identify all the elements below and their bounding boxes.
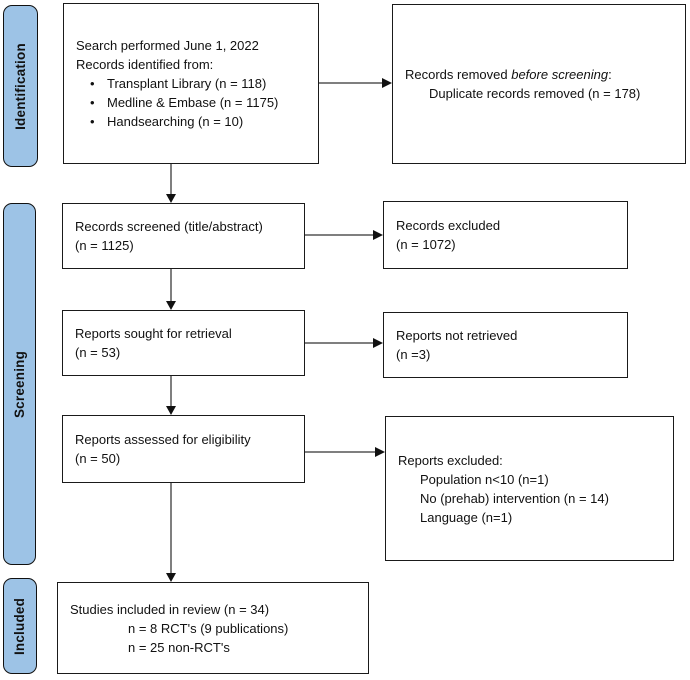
box-records-screened: Records screened (title/abstract) (n = 11…: [62, 203, 305, 269]
arrowhead-right-icon: [375, 447, 385, 457]
box-text-line: Language (n=1): [420, 509, 513, 525]
box-text-line: Reports sought for retrieval: [75, 326, 232, 341]
box-records-excluded: Records excluded (n = 1072): [383, 201, 628, 269]
box-text-line: Records excluded: [396, 218, 501, 233]
box-text-line: •Handsearching (n = 10): [90, 114, 244, 129]
arrow-line: [305, 234, 374, 236]
arrowhead-right-icon: [382, 78, 392, 88]
box-text-line: n = 25 non-RCT's: [128, 639, 230, 655]
arrowhead-down-icon: [166, 194, 176, 203]
arrowhead-right-icon: [373, 338, 383, 348]
phase-tab-included: Included: [3, 578, 37, 674]
box-records-removed-before-screening: Records removed before screening: Duplica…: [392, 4, 686, 164]
box-text-line: Studies included in review (n = 34): [70, 601, 270, 617]
arrow-line: [319, 82, 384, 84]
bullet-icon: •: [90, 76, 95, 91]
box-text-line: (n = 1072): [396, 237, 456, 252]
box-reports-excluded: Reports excluded: Population n<10 (n=1) No…: [385, 416, 674, 561]
arrowhead-down-icon: [166, 301, 176, 310]
box-reports-not-retrieved: Reports not retrieved (n =3): [383, 312, 628, 378]
phase-label-identification: Identification: [13, 42, 28, 130]
bullet-icon: •: [90, 114, 95, 129]
box-text-line: n = 8 RCT's (9 publications): [128, 620, 289, 636]
phase-label-screening: Screening: [12, 350, 28, 418]
arrowhead-down-icon: [166, 406, 176, 415]
box-text-line: Population n<10 (n=1): [420, 471, 549, 487]
box-text-line: Search performed June 1, 2022: [76, 38, 259, 53]
box-reports-sought: Reports sought for retrieval (n = 53): [62, 310, 305, 376]
bullet-icon: •: [90, 95, 95, 110]
phase-label-included: Included: [12, 597, 28, 655]
phase-tab-screening: Screening: [3, 203, 36, 565]
box-reports-assessed: Reports assessed for eligibility (n = 50): [62, 415, 305, 483]
phase-tab-identification: Identification: [3, 5, 38, 167]
arrow-line: [305, 342, 374, 344]
box-text-line: •Medline & Embase (n = 1175): [90, 95, 279, 110]
box-text-line: Reports assessed for eligibility: [75, 432, 251, 447]
box-text-line: (n =3): [396, 347, 431, 362]
box-text-line: Duplicate records removed (n = 178): [429, 86, 641, 101]
box-text-line: No (prehab) intervention (n = 14): [420, 490, 609, 506]
arrow-line: [170, 164, 172, 195]
box-text-line: •Transplant Library (n = 118): [90, 76, 267, 91]
arrow-line: [305, 451, 376, 453]
arrow-line: [170, 483, 172, 574]
box-text-line: (n = 53): [75, 345, 121, 360]
arrow-line: [170, 269, 172, 302]
box-text-line: Records identified from:: [76, 57, 214, 72]
box-text-line: Records screened (title/abstract): [75, 219, 263, 234]
box-text-line: Reports not retrieved: [396, 328, 518, 343]
box-text-line: Records removed before screening:: [405, 67, 612, 82]
arrowhead-down-icon: [166, 573, 176, 582]
arrow-line: [170, 376, 172, 407]
box-studies-included: Studies included in review (n = 34) n = 8…: [57, 582, 369, 674]
box-text-line: Reports excluded:: [398, 452, 503, 468]
arrowhead-right-icon: [373, 230, 383, 240]
box-text-line: (n = 50): [75, 451, 121, 466]
box-text-line: (n = 1125): [75, 238, 134, 253]
